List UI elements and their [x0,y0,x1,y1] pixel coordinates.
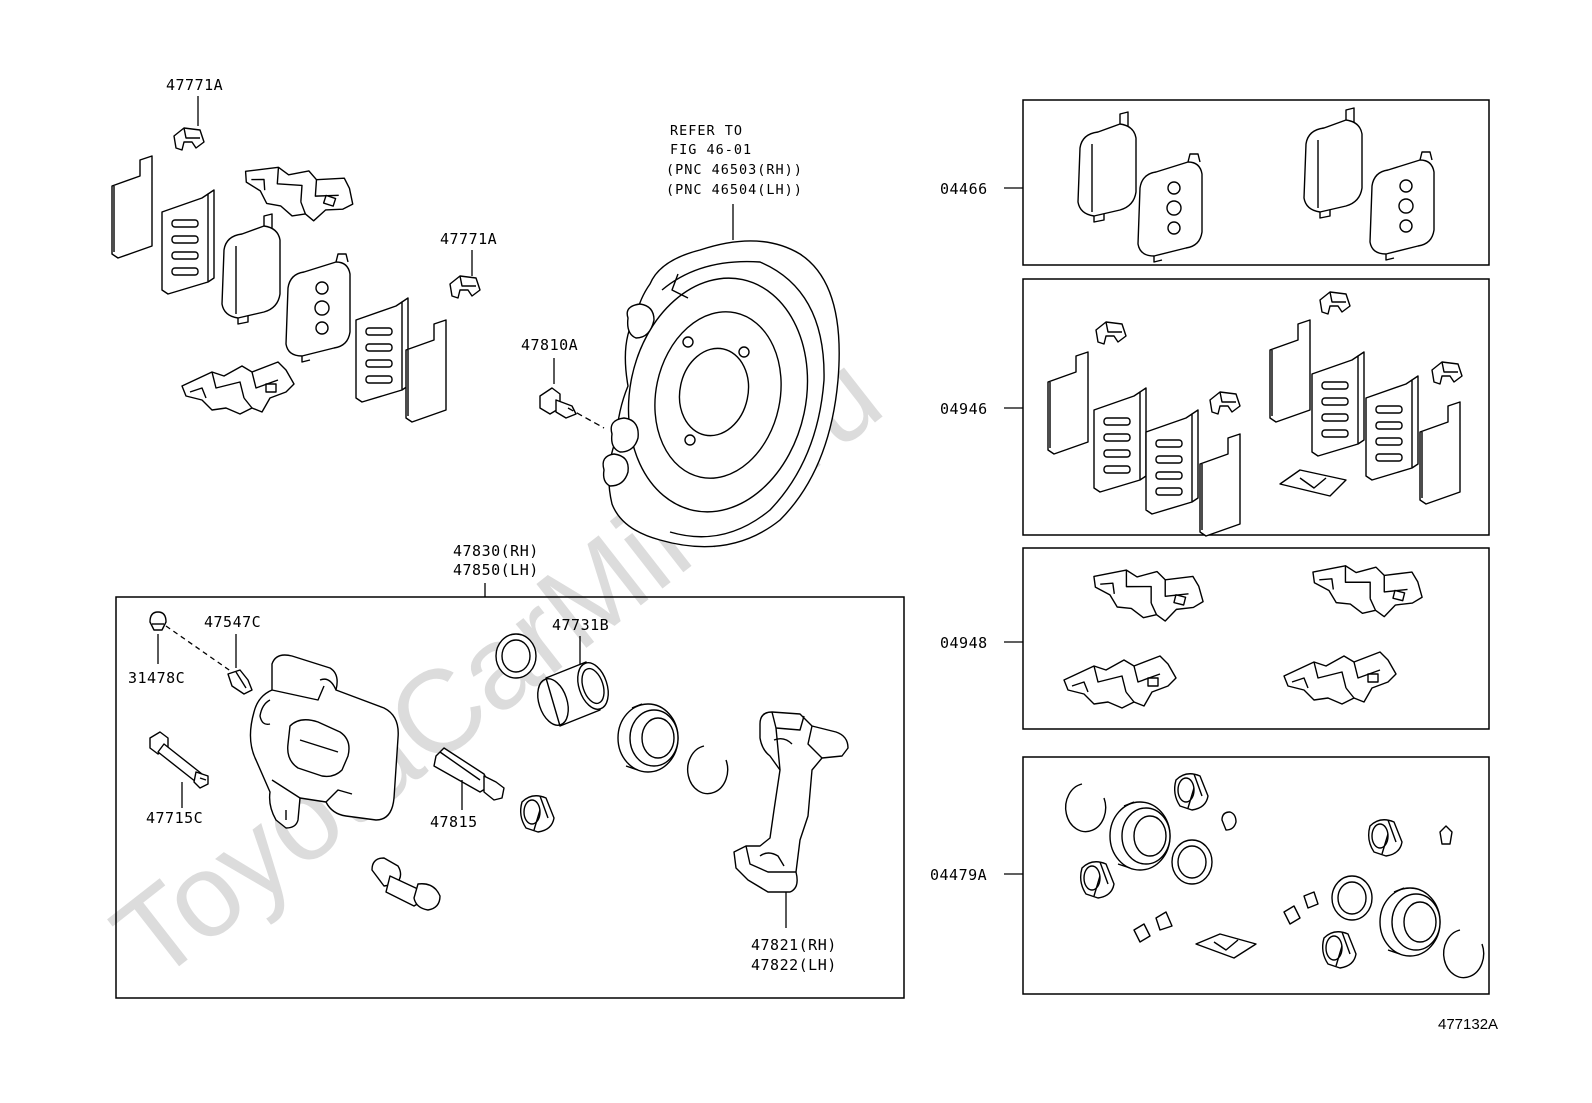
bolt-47810a [539,387,605,429]
label-04466: 04466 [940,180,988,198]
note-line-2: FIG 46-01 [670,142,752,158]
dust-shield [602,240,840,548]
note-line-4: (PNC 46504(LH)) [666,182,803,198]
piston-boot [617,703,679,773]
label-47547c: 47547C [204,613,261,631]
slide-pin-47815 [433,747,505,801]
support-kit-04948-parts [1063,548,1429,709]
pad-kit-04466-parts [1077,107,1435,263]
caliper-mounting-bracket [733,711,849,893]
label-47715c: 47715C [146,809,203,827]
label-04946: 04946 [940,400,988,418]
label-04948: 04948 [940,634,988,652]
caliper-assembly-box [115,596,905,999]
label-47731b: 47731B [552,616,609,634]
kit-box-04946 [1022,278,1490,536]
label-47771a-mid: 47771A [440,230,497,248]
label-47821-rh: 47821(RH) [751,936,837,954]
kit-box-04479a [1022,756,1490,995]
shim-kit-04946-parts [1047,291,1463,537]
label-47830-rh: 47830(RH) [453,542,539,560]
label-47771a-top: 47771A [166,76,223,94]
label-47850-lh: 47850(LH) [453,561,539,579]
caliper-body [249,654,399,829]
pad-set-exploded-view [111,127,481,423]
figure-id: 477132A [1438,1016,1498,1033]
label-47822-lh: 47822(LH) [751,956,837,974]
lower-slide-pin [371,857,441,911]
bleeder-cap [149,611,167,631]
label-47815: 47815 [430,813,478,831]
note-line-1: REFER TO [670,123,743,139]
seal-kit-04479a-parts [1064,773,1485,979]
note-line-3: (PNC 46503(RH)) [666,162,803,178]
label-47810a: 47810A [521,336,578,354]
kit-box-04948 [1022,547,1490,730]
guide-pin-47715c [149,731,209,789]
pin-boot [519,795,555,833]
piston-seal [495,633,537,679]
label-04479a: 04479A [930,866,987,884]
bleeder-plug [227,669,253,695]
snap-ring [686,745,729,795]
kit-box-04466 [1022,99,1490,266]
label-31478c: 31478C [128,669,185,687]
